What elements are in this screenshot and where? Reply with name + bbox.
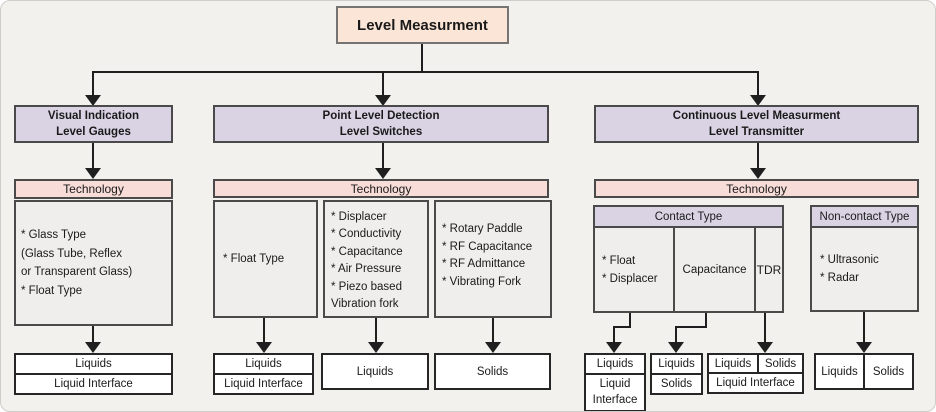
output-row: Liquids [596, 358, 634, 370]
connector-distributor [93, 71, 759, 73]
technology-label-left: Technology [14, 179, 173, 199]
arrowhead-down-icon [757, 342, 773, 353]
output-box-solids: Solids [434, 353, 551, 390]
connector-capacitance-elbow-h [675, 326, 707, 328]
branch-header-continuous-level: Continuous Level Measurment Level Transm… [594, 105, 919, 143]
branch-header-line: Level Switches [339, 126, 423, 138]
connector-left-to-output [92, 326, 94, 343]
connector-middle-branch [382, 71, 384, 96]
connector-displacer-to-output [375, 318, 377, 343]
output-table-noncontact: Liquids Solids [814, 353, 914, 390]
non-contact-type-group: Non-contact Type * Ultrasonic* Radar [810, 205, 919, 312]
output-row: Liquid Interface [16, 373, 171, 393]
arrowhead-down-icon [85, 168, 101, 179]
connector-noncontact-to-output [863, 312, 865, 343]
connector-rotary-to-output [492, 318, 494, 343]
branch-header-line: Level Transmitter [708, 126, 805, 138]
output-row: Liquids [658, 358, 695, 370]
connector-tdr-to-output [764, 313, 766, 343]
output-row: Liquids [75, 358, 112, 370]
arrowhead-down-icon [85, 95, 101, 106]
output-table-middle-1: Liquids Liquid Interface [213, 353, 314, 395]
connector-left-to-technology [92, 143, 94, 169]
connector-middle-to-technology [382, 143, 384, 169]
arrowhead-down-icon [368, 342, 384, 353]
contact-col-capacitance: Capacitance [682, 263, 747, 276]
arrowhead-down-icon [375, 168, 391, 179]
arrowhead-down-icon [750, 168, 766, 179]
connector-right-branch [757, 71, 759, 96]
branch-header-point-level-detection: Point Level Detection Level Switches [213, 105, 549, 143]
output-box-liquids: Liquids [321, 353, 429, 390]
connector-root-drop [421, 44, 423, 73]
connector-floatcol-elbow-h [613, 326, 631, 328]
displacer-technology-list: * Displacer* Conductivity* Capacitance* … [323, 200, 429, 318]
branch-header-line: Level Gauges [56, 126, 131, 138]
root-node-level-measurement: Level Measurment [336, 6, 509, 44]
output-cell: Solids [764, 357, 797, 370]
contact-col-float-displacer: * Float* Displacer [595, 228, 675, 311]
branch-header-line: Visual Indication [47, 110, 140, 122]
output-row-split: Liquids Solids [709, 355, 802, 372]
contact-type-group: Contact Type * Float* Displacer Capacita… [593, 205, 784, 313]
arrowhead-down-icon [256, 342, 272, 353]
arrowhead-down-icon [375, 95, 391, 106]
arrowhead-down-icon [668, 342, 684, 353]
output-row: Liquid Interface [215, 373, 312, 393]
non-contact-type-title: Non-contact Type [812, 207, 917, 228]
rotary-paddle-technology-list: * Rotary Paddle* RF Capacitance* RF Admi… [434, 200, 552, 318]
output-cell: Liquids [816, 355, 865, 388]
output-table-capacitance: Liquids Solids [650, 353, 703, 395]
branch-header-line: Point Level Detection [322, 110, 440, 122]
connector-floatcol-elbow-v1 [629, 313, 631, 328]
arrowhead-down-icon [856, 342, 872, 353]
arrowhead-down-icon [485, 342, 501, 353]
connector-left-branch [92, 71, 94, 96]
output-cell: Liquids [709, 355, 759, 372]
connector-right-to-technology [757, 143, 759, 169]
arrowhead-down-icon [750, 95, 766, 106]
connector-floatcol-elbow-v2 [613, 326, 615, 343]
technology-label-middle: Technology [213, 179, 549, 198]
float-type-box: * Float Type [213, 200, 318, 318]
non-contact-items: * Ultrasonic* Radar [820, 253, 879, 285]
output-row: Liquids [245, 358, 282, 370]
connector-floattype-to-output [263, 318, 265, 343]
output-row: Liquid Interface [709, 372, 802, 392]
technology-label-right: Technology [594, 179, 919, 198]
connector-capacitance-elbow-v2 [675, 326, 677, 343]
contact-type-columns: * Float* Displacer Capacitance TDR [595, 228, 782, 311]
contact-col-tdr: TDR [754, 228, 782, 311]
output-table-float-displacer: Liquids Liquid Interface [584, 353, 646, 411]
connector-capacitance-elbow-v1 [705, 313, 707, 328]
arrowhead-down-icon [606, 342, 622, 353]
branch-header-visual-indication: Visual Indication Level Gauges [14, 105, 173, 143]
output-table-tdr: Liquids Solids Liquid Interface [707, 353, 804, 394]
branch-header-line: Continuous Level Measurment [672, 110, 841, 122]
output-row: Solids [652, 373, 701, 393]
output-cell: Solids [872, 365, 905, 378]
output-row: Liquid Interface [586, 373, 644, 410]
contact-type-title: Contact Type [595, 207, 782, 228]
arrowhead-down-icon [85, 342, 101, 353]
output-table-left: Liquids Liquid Interface [14, 353, 173, 395]
